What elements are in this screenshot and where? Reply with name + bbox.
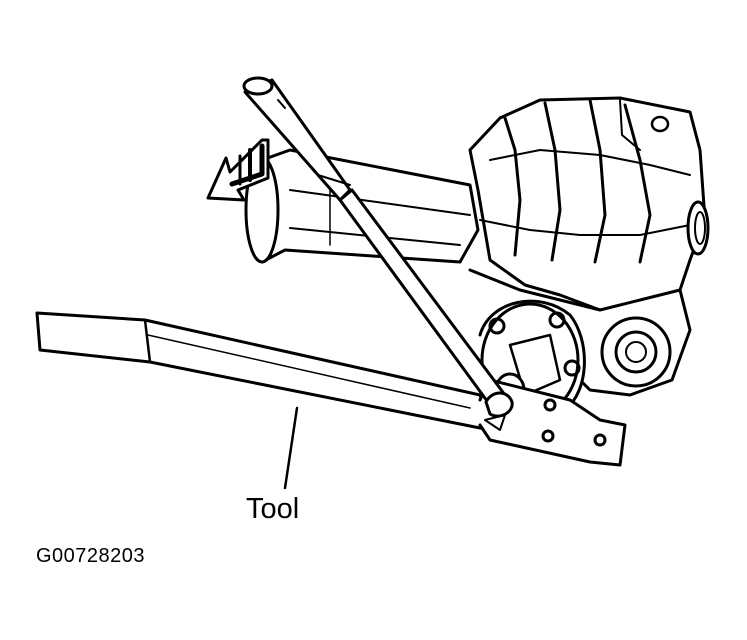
torque-wrench xyxy=(242,76,514,418)
differential-housing xyxy=(468,96,710,312)
rotation-arrow-icon xyxy=(206,138,270,202)
tool-callout-label: Tool xyxy=(246,493,300,525)
tool-leader-line xyxy=(283,406,299,490)
axle-tube xyxy=(244,148,480,264)
holding-tool-bar xyxy=(35,311,627,467)
figure-id: G00728203 xyxy=(36,545,146,567)
